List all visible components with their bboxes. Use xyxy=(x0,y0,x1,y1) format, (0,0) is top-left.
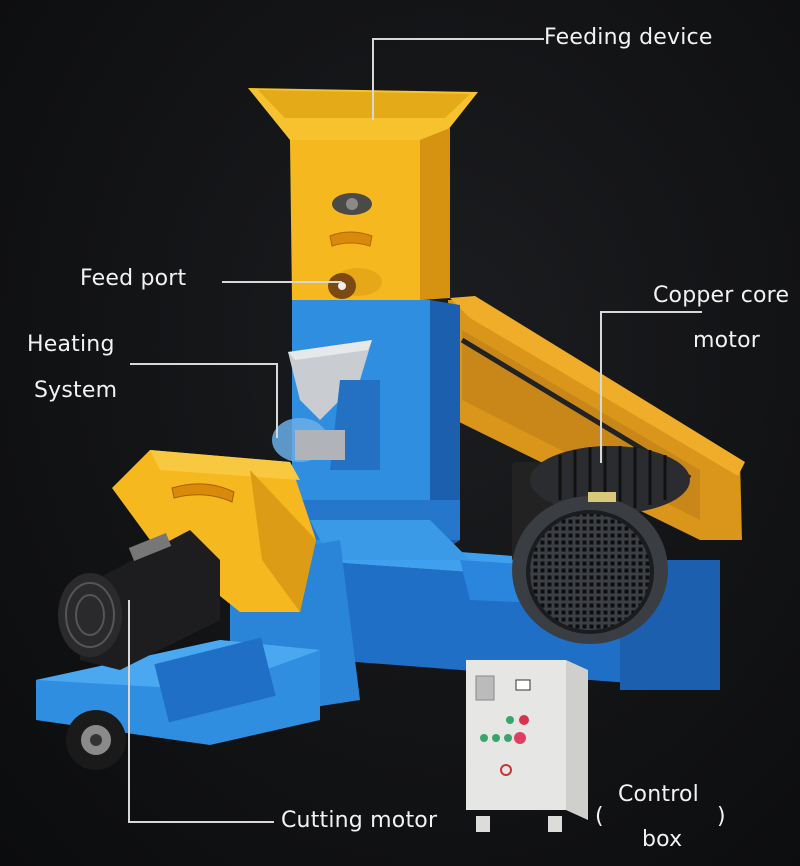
leader-heating-v xyxy=(276,363,278,438)
label-heating-system-line1: Heating xyxy=(27,332,115,357)
label-cutting-motor: Cutting motor xyxy=(281,808,438,833)
leader-copper-h xyxy=(600,311,702,313)
leader-cutting-v xyxy=(128,600,130,822)
leader-feed-port xyxy=(222,281,342,283)
leader-copper-v xyxy=(600,311,602,463)
label-feed-port: Feed port xyxy=(80,266,187,291)
label-heating-system-line2: System xyxy=(34,378,118,403)
cutting-motor xyxy=(58,530,220,670)
heating-barrel xyxy=(272,418,345,462)
label-control-box-line1: Control xyxy=(618,782,699,807)
leader-feeding-device-h xyxy=(372,38,544,40)
label-control-box-open-paren: ( xyxy=(595,804,604,829)
control-box xyxy=(466,660,588,832)
cutter-hood xyxy=(112,450,316,612)
main-frame xyxy=(230,290,720,720)
leader-heating-h xyxy=(130,363,277,365)
copper-core-motor xyxy=(512,446,690,644)
leader-feeding-device-v xyxy=(372,38,374,120)
leader-cutting-h xyxy=(128,821,274,823)
label-feeding-device: Feeding device xyxy=(544,25,713,50)
label-control-box-line2: box xyxy=(642,827,683,852)
label-copper-core-motor-line1: Copper core xyxy=(653,283,790,308)
feeding-hopper xyxy=(248,88,478,300)
label-copper-core-motor-line2: motor xyxy=(693,328,761,353)
cutting-motor-base xyxy=(36,637,320,770)
label-control-box-close-paren: ) xyxy=(717,804,726,829)
